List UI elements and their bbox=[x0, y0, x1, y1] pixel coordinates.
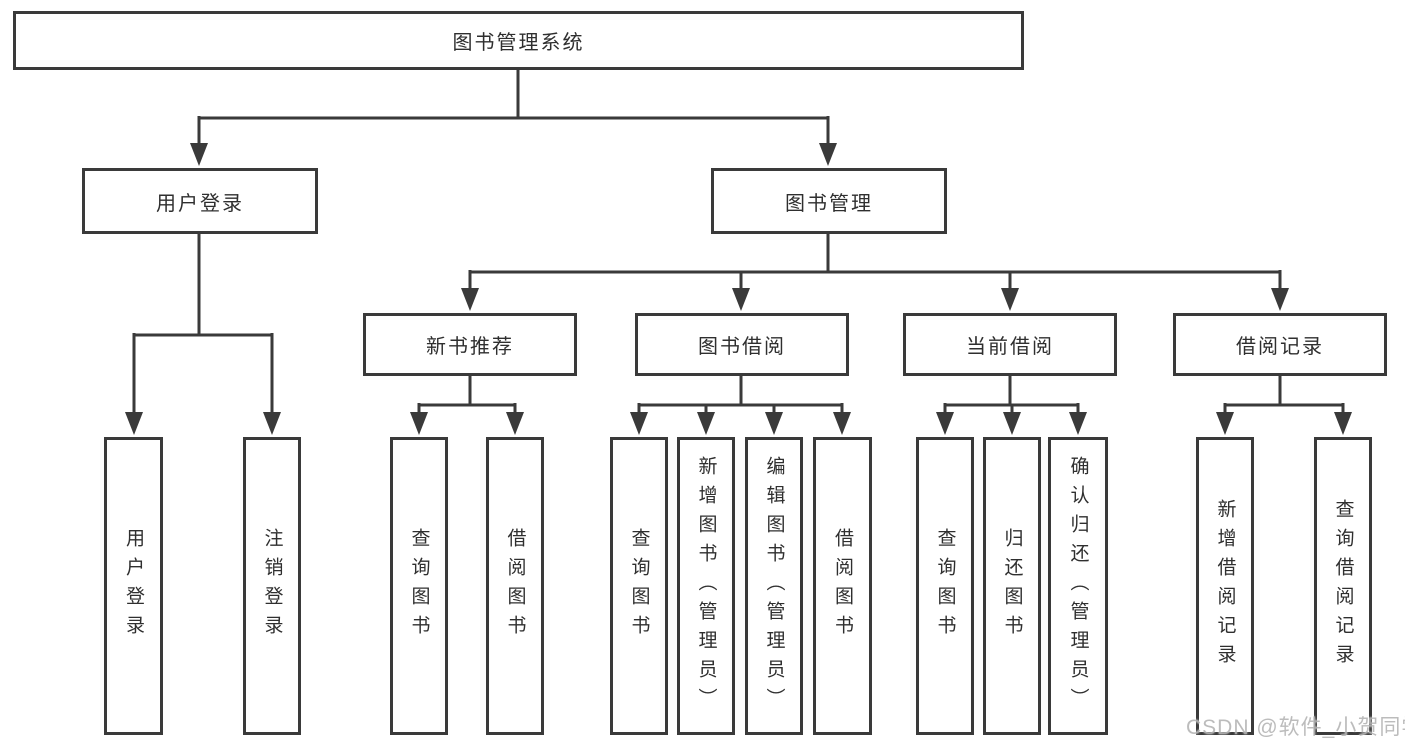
leaf-edit-book-admin: 编辑图书（管理员） bbox=[745, 437, 803, 735]
leaf-label: 查询借阅记录 bbox=[1332, 499, 1354, 673]
arrowhead bbox=[1069, 412, 1087, 435]
leaf-user-login: 用户登录 bbox=[104, 437, 163, 735]
leaf-confirm-return-admin: 确认归还（管理员） bbox=[1048, 437, 1108, 735]
arrowhead bbox=[1001, 288, 1019, 311]
arrowhead bbox=[1003, 412, 1021, 435]
leaf-label: 编辑图书（管理员） bbox=[763, 455, 785, 717]
leaf-recommend-query-book: 查询图书 bbox=[390, 437, 448, 735]
arrowhead bbox=[410, 412, 428, 435]
connector-new-book-recommend bbox=[417, 376, 517, 416]
node-root-library-system: 图书管理系统 bbox=[13, 11, 1024, 70]
arrowhead bbox=[190, 143, 208, 166]
leaf-label: 查询图书 bbox=[628, 528, 650, 644]
leaf-label: 借阅图书 bbox=[832, 528, 853, 644]
arrowhead bbox=[1271, 288, 1289, 311]
leaf-return-book: 归还图书 bbox=[983, 437, 1041, 735]
leaf-add-borrow-record: 新增借阅记录 bbox=[1196, 437, 1254, 735]
node-book-management: 图书管理 bbox=[711, 168, 947, 234]
leaf-label: 新增借阅记录 bbox=[1214, 499, 1236, 673]
leaf-add-book-admin: 新增图书（管理员） bbox=[677, 437, 735, 735]
leaf-label: 借阅图书 bbox=[504, 528, 526, 644]
arrowhead bbox=[936, 412, 954, 435]
arrowhead bbox=[765, 412, 783, 435]
leaf-label: 确认归还（管理员） bbox=[1067, 455, 1089, 717]
leaf-logout: 注销登录 bbox=[243, 437, 301, 735]
leaf-query-borrow-record: 查询借阅记录 bbox=[1314, 437, 1372, 735]
leaf-recommend-borrow-book: 借阅图书 bbox=[486, 437, 544, 735]
arrowhead bbox=[125, 412, 143, 435]
arrowhead bbox=[506, 412, 524, 435]
connector-root bbox=[197, 70, 830, 147]
node-user-login: 用户登录 bbox=[82, 168, 318, 234]
leaf-current-query-book: 查询图书 bbox=[916, 437, 974, 735]
arrowhead bbox=[630, 412, 648, 435]
arrowhead bbox=[732, 288, 750, 311]
arrowhead bbox=[461, 288, 479, 311]
arrowhead bbox=[819, 143, 837, 166]
arrowhead bbox=[833, 412, 851, 435]
connector-borrow-records bbox=[1223, 376, 1345, 416]
arrowhead bbox=[697, 412, 715, 435]
csdn-watermark: CSDN @软件_小贺同学 bbox=[1186, 716, 1405, 739]
arrowhead bbox=[263, 412, 281, 435]
connector-book-management bbox=[468, 234, 1282, 292]
leaf-label: 查询图书 bbox=[934, 528, 956, 644]
leaf-label: 查询图书 bbox=[408, 528, 430, 644]
leaf-label: 归还图书 bbox=[1001, 528, 1023, 644]
arrowhead bbox=[1216, 412, 1234, 435]
node-borrow-records: 借阅记录 bbox=[1173, 313, 1387, 376]
leaf-label: 新增图书（管理员） bbox=[695, 455, 717, 717]
leaf-borrow-book: 借阅图书 bbox=[813, 437, 872, 735]
node-book-borrow: 图书借阅 bbox=[635, 313, 849, 376]
connector-current-borrow bbox=[943, 376, 1080, 416]
connector-book-borrow bbox=[637, 376, 844, 416]
node-new-book-recommend: 新书推荐 bbox=[363, 313, 577, 376]
connector-user-login bbox=[132, 234, 274, 416]
leaf-borrow-query-book: 查询图书 bbox=[610, 437, 668, 735]
leaf-label: 注销登录 bbox=[261, 528, 283, 644]
leaf-label: 用户登录 bbox=[123, 528, 144, 644]
arrowhead bbox=[1334, 412, 1352, 435]
node-current-borrow: 当前借阅 bbox=[903, 313, 1117, 376]
